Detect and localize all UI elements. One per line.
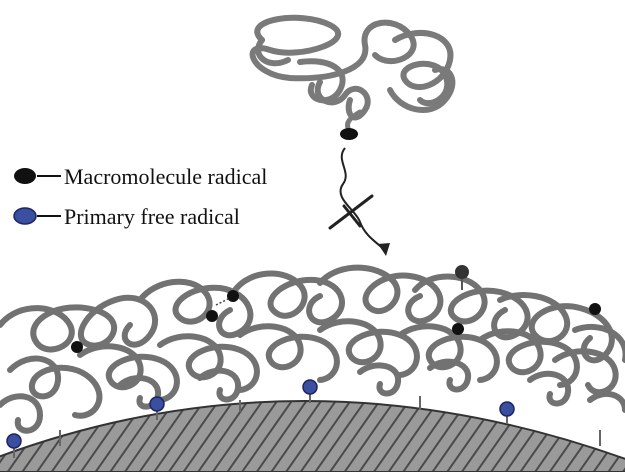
macromolecule-radical	[227, 290, 239, 302]
legend-macro-label: Macromolecule radical	[64, 166, 267, 188]
primary-free-radical	[500, 402, 514, 416]
legend-primary-label: Primary free radical	[64, 206, 240, 228]
legend-primary-symbol	[14, 208, 61, 224]
primary-free-radical	[303, 380, 317, 394]
macromolecule-radical	[71, 341, 83, 353]
primary-free-radical	[150, 397, 164, 411]
free-polymer-coil	[253, 18, 453, 118]
macromolecule-radical	[452, 323, 464, 335]
primary-free-radical	[7, 434, 21, 448]
macromolecule-radical	[589, 303, 601, 315]
dotted-link	[216, 299, 228, 305]
macromolecule-radical-free	[340, 128, 358, 140]
macromolecule-radical	[206, 310, 218, 322]
legend-macro-symbol	[14, 168, 61, 184]
approach-arrowhead	[378, 243, 390, 256]
approach-arrow	[341, 148, 384, 250]
cross-mark-icon	[330, 196, 372, 228]
macromolecule-radical-entering	[455, 265, 469, 279]
